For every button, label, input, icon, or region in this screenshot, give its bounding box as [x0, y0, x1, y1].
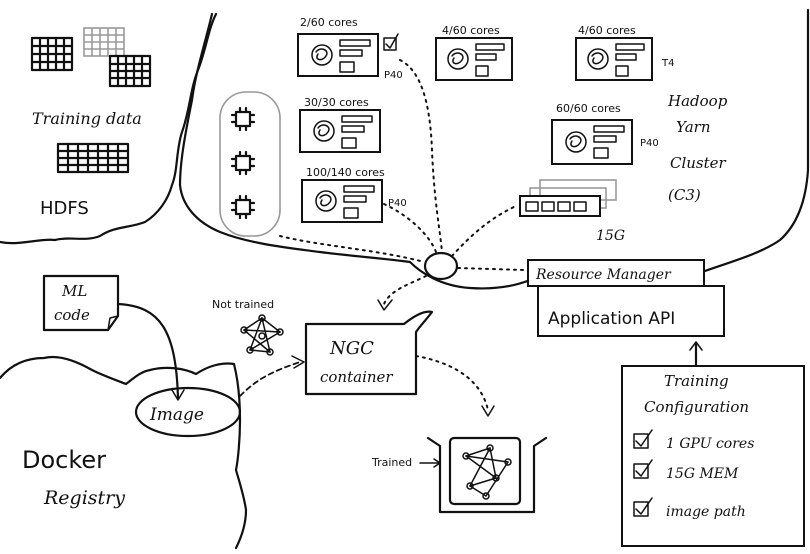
trained-label: Trained: [371, 456, 412, 469]
config-item-1: 1 GPU cores: [633, 429, 754, 452]
server-gpu-label: T4: [661, 58, 674, 69]
chip-icon: [230, 106, 256, 132]
trained-output-tray: [426, 436, 548, 514]
untrained-network-icon: [240, 314, 284, 356]
ml-code-line2: code: [54, 306, 90, 324]
gpu-server-2: 4/60 cores: [435, 24, 513, 81]
cluster-connections: [279, 59, 525, 311]
ml-code-line1: ML: [61, 282, 87, 300]
yarn-cluster-cloud: [178, 8, 810, 290]
server-gpu-label: P40: [384, 70, 403, 81]
trained-arrow-icon: [419, 458, 441, 468]
trained-network-icon: [462, 444, 512, 500]
application-api-box: Application API: [537, 285, 725, 337]
gpu-chips-group: [219, 91, 281, 237]
check-mark-icon: [635, 429, 653, 447]
server-cores-label: 4/60 cores: [578, 24, 636, 37]
cluster-title-line2: Yarn: [676, 118, 711, 136]
checkbox-icon: [383, 37, 397, 51]
image-ellipse: Image: [134, 386, 242, 438]
ngc-container-box: NGC container: [304, 310, 434, 396]
docker-subtitle: Registry: [43, 487, 125, 509]
data-grid-1: [30, 36, 74, 72]
docker-title: Docker: [22, 446, 106, 474]
checkbox-icon: [633, 433, 649, 449]
application-api-label: Application API: [548, 309, 675, 329]
docker-registry-cloud: [0, 355, 248, 550]
config-item-3: image path: [633, 497, 746, 520]
ngc-to-trained-arrow: [415, 355, 489, 411]
ngc-line2: container: [320, 368, 393, 386]
resource-manager-box: Resource Manager: [527, 259, 705, 287]
ml-code-doc: ML code: [42, 274, 120, 332]
gpu-server-6: 100/140 cores P40: [301, 166, 407, 223]
image-to-ngc-arrow: [239, 361, 301, 397]
memory-modules-icon: [519, 179, 617, 217]
arrow-head-icon: [481, 405, 495, 417]
chip-icon: [230, 194, 256, 220]
training-config-box: Training Configuration 1 GPU cores 15G M…: [621, 365, 805, 547]
data-grid-2: [83, 27, 125, 57]
gpu-server-4: 30/30 cores: [299, 96, 381, 153]
image-label: Image: [149, 405, 204, 425]
data-grid-3: [108, 54, 152, 88]
checkbox-icon: [633, 501, 649, 517]
config-title-line1: Training: [664, 372, 729, 390]
arrow-head-icon: [291, 355, 305, 369]
memory-label: 15G: [596, 228, 625, 244]
cluster-title: Hadoop Yarn Cluster (C3): [667, 92, 728, 204]
server-cores-label: 100/140 cores: [306, 166, 385, 179]
server-cores-label: 30/30 cores: [304, 96, 369, 109]
not-trained-label: Not trained: [212, 298, 274, 311]
cluster-hub: [423, 251, 459, 281]
config-item-2: 15G MEM: [633, 459, 739, 482]
cluster-title-line1: Hadoop: [667, 92, 728, 110]
check-mark-icon: [635, 497, 653, 515]
server-cores-label: 60/60 cores: [556, 102, 621, 115]
check-mark-icon: [385, 33, 399, 49]
config-title-line2: Configuration: [644, 398, 749, 416]
server-cores-label: 2/60 cores: [300, 16, 358, 29]
chip-icon: [230, 150, 256, 176]
gpu-server-3: 4/60 cores T4: [575, 24, 674, 81]
data-grid-4: [56, 142, 130, 174]
code-to-image-arrow: [116, 302, 180, 400]
gpu-server-5: 60/60 cores P40: [551, 102, 659, 165]
arrow-head-icon: [689, 341, 703, 351]
arrow-head-icon: [171, 389, 185, 401]
cluster-title-line4: (C3): [668, 186, 701, 204]
cluster-title-line3: Cluster: [670, 154, 727, 172]
server-gpu-label: P40: [640, 138, 659, 149]
server-gpu-label: P40: [388, 198, 407, 209]
config-item-label: 1 GPU cores: [666, 436, 754, 452]
arrow-head-icon: [377, 299, 393, 311]
training-data-grids: [30, 27, 152, 174]
training-data-label: Training data: [32, 109, 142, 128]
config-item-label: 15G MEM: [666, 466, 739, 482]
ngc-line1: NGC: [329, 338, 374, 359]
hdfs-label: HDFS: [40, 198, 89, 219]
server-cores-label: 4/60 cores: [442, 24, 500, 37]
gpu-server-1: 2/60 cores P40: [297, 16, 403, 81]
resource-manager-label: Resource Manager: [535, 267, 672, 283]
config-item-label: image path: [666, 504, 746, 520]
check-mark-icon: [635, 459, 653, 477]
checkbox-icon: [633, 463, 649, 479]
